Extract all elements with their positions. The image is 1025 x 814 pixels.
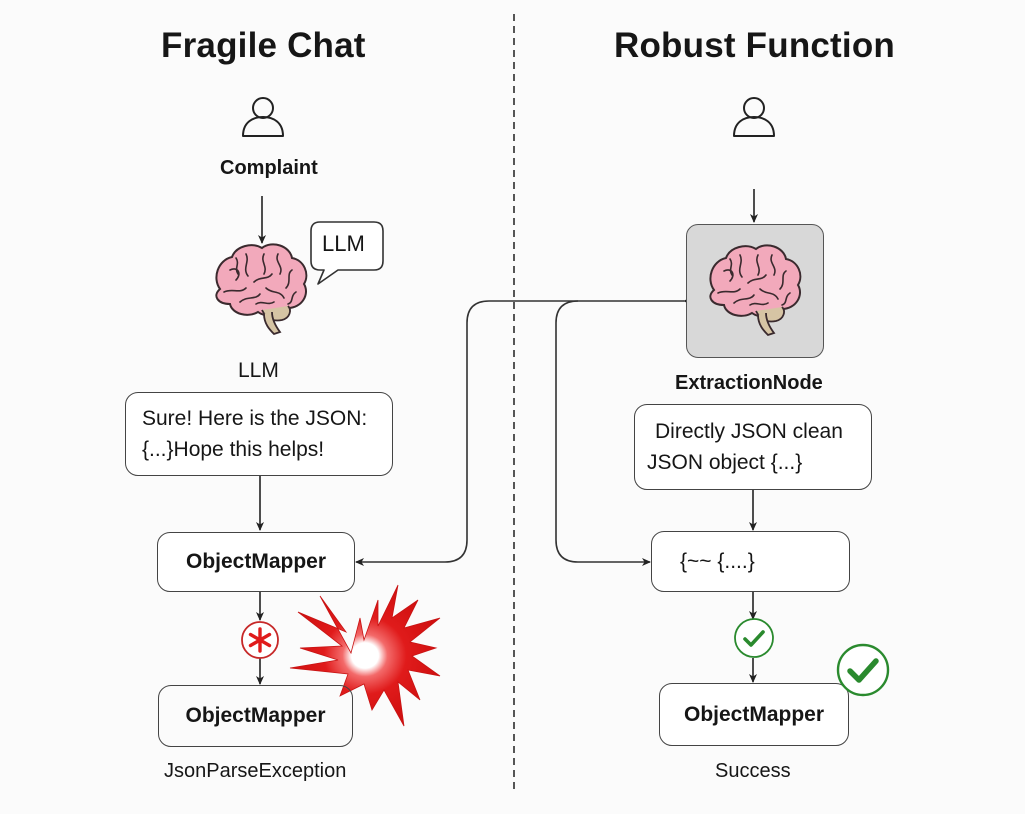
llm-output-line1: Sure! Here is the JSON: xyxy=(142,407,368,430)
object-mapper-label: ObjectMapper xyxy=(185,550,327,573)
extraction-node-label: ExtractionNode xyxy=(675,372,823,394)
left-panel-title: Fragile Chat xyxy=(161,26,366,65)
error-label: JsonParseException xyxy=(164,760,347,782)
success-object-mapper-node: ObjectMapper xyxy=(659,683,849,746)
error-asterisk-icon xyxy=(241,621,279,659)
connector-loop-to-parsed xyxy=(555,300,651,566)
check-circle-icon xyxy=(734,618,774,658)
complaint-label: Complaint xyxy=(220,157,318,179)
user-icon xyxy=(733,97,775,137)
right-panel-title: Robust Function xyxy=(614,26,896,65)
clean-json-output-box: Directly JSON clean JSON object {...} xyxy=(634,404,872,490)
connector-node-to-left-mapper xyxy=(355,297,692,566)
result-object-mapper-label: ObjectMapper xyxy=(185,704,326,727)
result-object-mapper-node: ObjectMapper xyxy=(158,685,353,747)
extraction-node-box xyxy=(686,224,824,358)
speech-bubble-shape xyxy=(310,221,384,285)
clean-output-line2: JSON object {...} xyxy=(647,451,803,474)
brain-icon xyxy=(215,243,308,335)
success-label: Success xyxy=(715,760,791,782)
user-icon xyxy=(242,97,284,137)
llm-output-line2: {...}Hope this helps! xyxy=(142,438,325,461)
success-object-mapper-label: ObjectMapper xyxy=(683,702,825,726)
parsed-json-label: {~~ {....} xyxy=(680,550,755,573)
llm-label: LLM xyxy=(238,359,279,382)
speech-bubble-text: LLM xyxy=(322,231,365,256)
parsed-json-node: {~~ {....} xyxy=(651,531,850,592)
explosion-icon xyxy=(289,584,441,727)
clean-output-line1: Directly JSON clean xyxy=(655,420,843,443)
llm-output-box: Sure! Here is the JSON: {...}Hope this h… xyxy=(125,392,393,476)
object-mapper-node: ObjectMapper xyxy=(157,532,355,592)
